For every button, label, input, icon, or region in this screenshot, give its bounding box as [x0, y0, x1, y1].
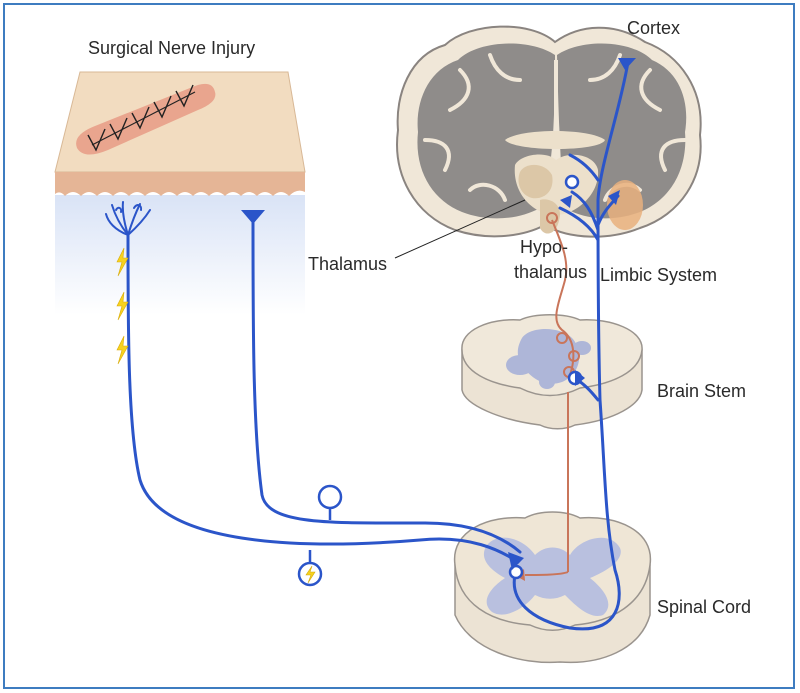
hypothalamus-label-line2: thalamus [514, 262, 587, 282]
skin-block [55, 72, 305, 315]
limbic-region [607, 180, 643, 230]
thalamus-label: Thalamus [308, 254, 387, 274]
surgical-nerve-injury-label: Surgical Nerve Injury [88, 38, 255, 58]
spinal-cord-label: Spinal Cord [657, 597, 751, 617]
brain-stem-section [462, 315, 642, 429]
limbic-system-label: Limbic System [600, 265, 717, 285]
brain-section [397, 27, 701, 237]
hypothalamus-label-line1: Hypo- [520, 237, 568, 257]
spinal-cord-section [455, 512, 651, 662]
cortex-label: Cortex [627, 18, 680, 38]
brain-stem-label: Brain Stem [657, 381, 746, 401]
